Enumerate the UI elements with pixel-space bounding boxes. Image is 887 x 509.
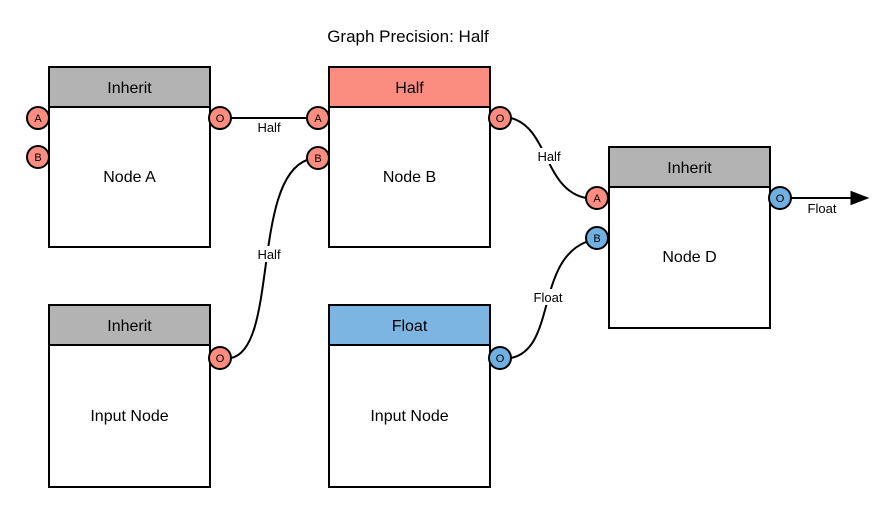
edge-label-bg-input-left-to-node-b [250,246,288,262]
node-b-header-label: Half [395,80,424,97]
node-d-port-b [585,226,609,250]
input-node-float-port-o [488,346,512,370]
input-node-left-port-o [208,346,232,370]
node-d-header-label: Inherit [667,160,712,177]
node-d-port-b-label: B [593,233,600,245]
node-b-port-b-label: B [314,153,321,165]
edge-label-node-d-output: Float [808,201,837,216]
node-b-port-b [306,146,330,170]
node-d-port-o-label: O [776,193,785,205]
edge-label-input-float-to-node-d: Float [534,290,563,305]
diagram-title: Graph Precision: Half [327,27,489,46]
input-node-left-header [48,304,211,346]
input-node-left-header-label: Inherit [107,318,152,335]
node-a-header [48,66,211,108]
node-d-header [608,146,771,188]
node-b-port-o [488,106,512,130]
edge-label-bg-input-float-to-node-d [525,289,571,305]
input-node-float-header [328,304,491,346]
node-d-port-a [585,186,609,210]
node-a-title: Node A [103,169,156,186]
arrowhead-icon [850,190,870,206]
node-d-title: Node D [662,249,716,266]
edge-label-node-a-to-node-b: Half [257,120,281,135]
node-a: Inherit Node A A B O [26,66,232,248]
node-a-port-b-label: B [34,152,41,164]
node-a-header-label: Inherit [107,80,152,97]
node-d-port-o [768,186,792,210]
node-a-port-a-label: A [34,113,42,125]
node-a-port-a [26,106,50,130]
input-node-left-title: Input Node [90,408,168,425]
node-b: Half Node B A B O [306,66,512,248]
edge-input-left-to-node-b [230,159,308,359]
node-a-port-o [208,106,232,130]
node-a-port-o-label: O [216,113,225,125]
input-node-left: Inherit Input Node O [48,304,232,488]
input-node-float-port-o-label: O [496,353,505,365]
edge-label-bg-node-b-to-node-d [530,148,568,164]
node-b-title: Node B [383,169,436,186]
node-d: Inherit Node D A B O [585,146,792,329]
node-b-port-a [306,106,330,130]
edge-label-input-left-to-node-b: Half [257,247,281,262]
input-node-left-port-o-label: O [216,353,225,365]
node-b-port-o-label: O [496,113,505,125]
node-a-port-b [26,145,50,169]
input-node-float-header-label: Float [392,318,428,335]
node-b-port-a-label: A [314,113,322,125]
node-d-port-a-label: A [593,193,601,205]
edge-label-node-b-to-node-d: Half [537,149,561,164]
input-node-float: Float Input Node O [328,304,512,488]
input-node-float-title: Input Node [370,408,448,425]
node-b-header [328,66,491,108]
